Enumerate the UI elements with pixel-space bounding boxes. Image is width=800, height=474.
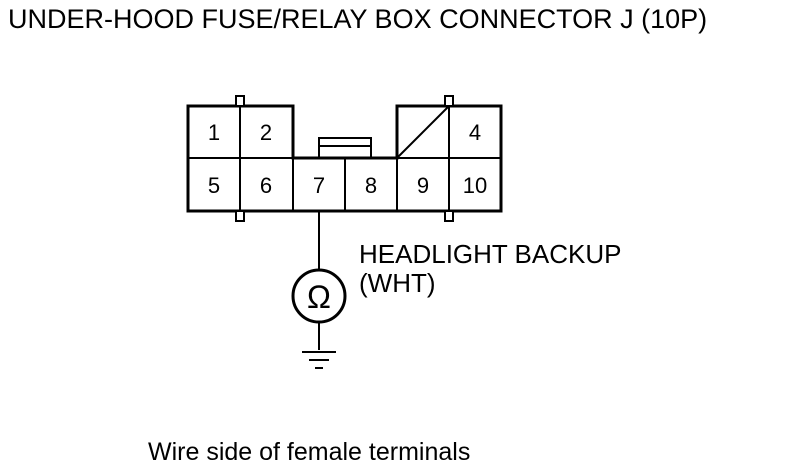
vacant-terminal-mark xyxy=(396,105,450,159)
circuit-label: HEADLIGHT BACKUP (WHT) xyxy=(359,240,621,298)
terminal-4: 4 xyxy=(469,120,481,145)
terminal-9: 9 xyxy=(417,173,429,198)
terminal-8: 8 xyxy=(365,173,377,198)
wire-color: (WHT) xyxy=(359,268,436,298)
terminal-5: 5 xyxy=(208,173,220,198)
guide-pins xyxy=(235,95,454,222)
ground-icon xyxy=(302,351,336,369)
caption: Wire side of female terminals xyxy=(148,438,471,466)
circuit-name: HEADLIGHT BACKUP xyxy=(359,239,622,269)
diagram-title: UNDER-HOOD FUSE/RELAY BOX CONNECTOR J (1… xyxy=(8,4,708,34)
terminal-2: 2 xyxy=(260,120,272,145)
terminal-1: 1 xyxy=(208,120,220,145)
terminal-10: 10 xyxy=(463,173,487,198)
terminal-7: 7 xyxy=(313,173,325,198)
terminal-6: 6 xyxy=(260,173,272,198)
locking-tab xyxy=(318,137,372,159)
ohm-icon: Ω xyxy=(307,279,331,315)
